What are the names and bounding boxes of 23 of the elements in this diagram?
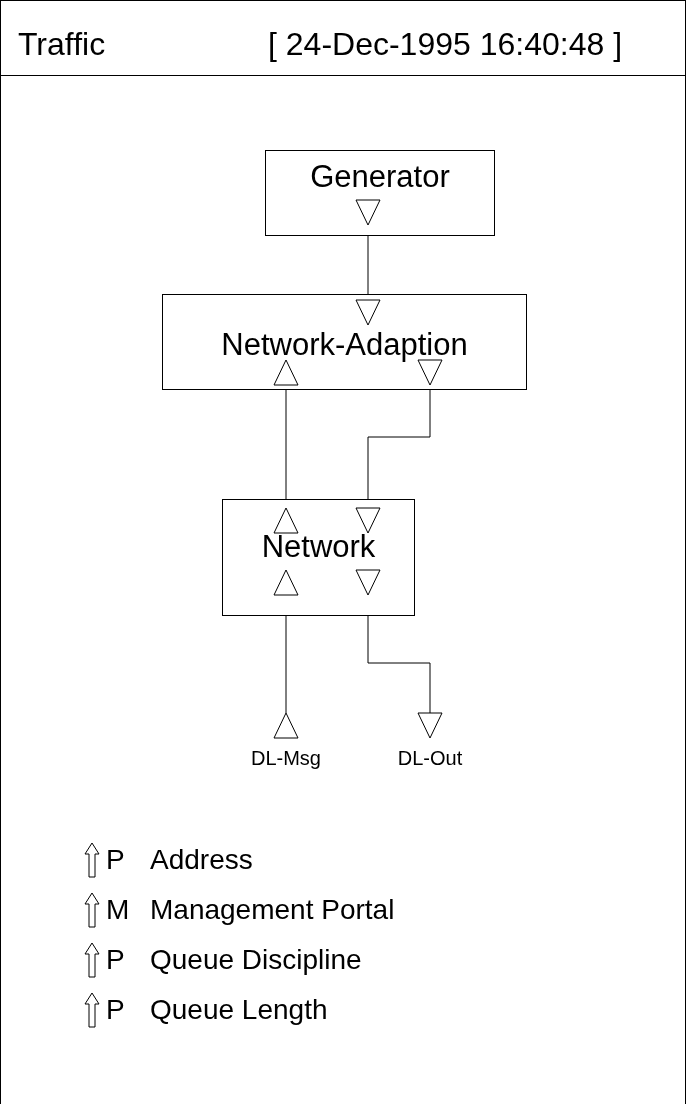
timestamp: [ 24-Dec-1995 16:40:48 ] bbox=[268, 28, 622, 60]
block-label: Network bbox=[260, 531, 377, 562]
parameter-name: Management Portal bbox=[150, 896, 395, 924]
connector-line bbox=[285, 615, 287, 714]
parameter-type: M bbox=[106, 896, 131, 924]
parameter-type: P bbox=[106, 996, 126, 1024]
parameter-name: Address bbox=[150, 846, 253, 874]
block-label: Generator bbox=[309, 161, 451, 192]
connector-line bbox=[367, 389, 431, 500]
block-box bbox=[265, 150, 495, 236]
title: Traffic bbox=[18, 28, 106, 60]
block-label: Network-Adaption bbox=[220, 329, 469, 360]
parameter-name: Queue Length bbox=[150, 996, 328, 1024]
port-name: DL-Out bbox=[396, 748, 464, 768]
port-name: DL-Msg bbox=[250, 748, 322, 768]
connector-line bbox=[367, 615, 431, 714]
parameter-type: P bbox=[106, 946, 126, 974]
block-box bbox=[222, 499, 415, 616]
block-box bbox=[162, 294, 527, 390]
connector-line bbox=[285, 389, 287, 500]
parameter-type: P bbox=[106, 846, 126, 874]
connector-line bbox=[367, 235, 369, 295]
parameter-name: Queue Discipline bbox=[150, 946, 362, 974]
